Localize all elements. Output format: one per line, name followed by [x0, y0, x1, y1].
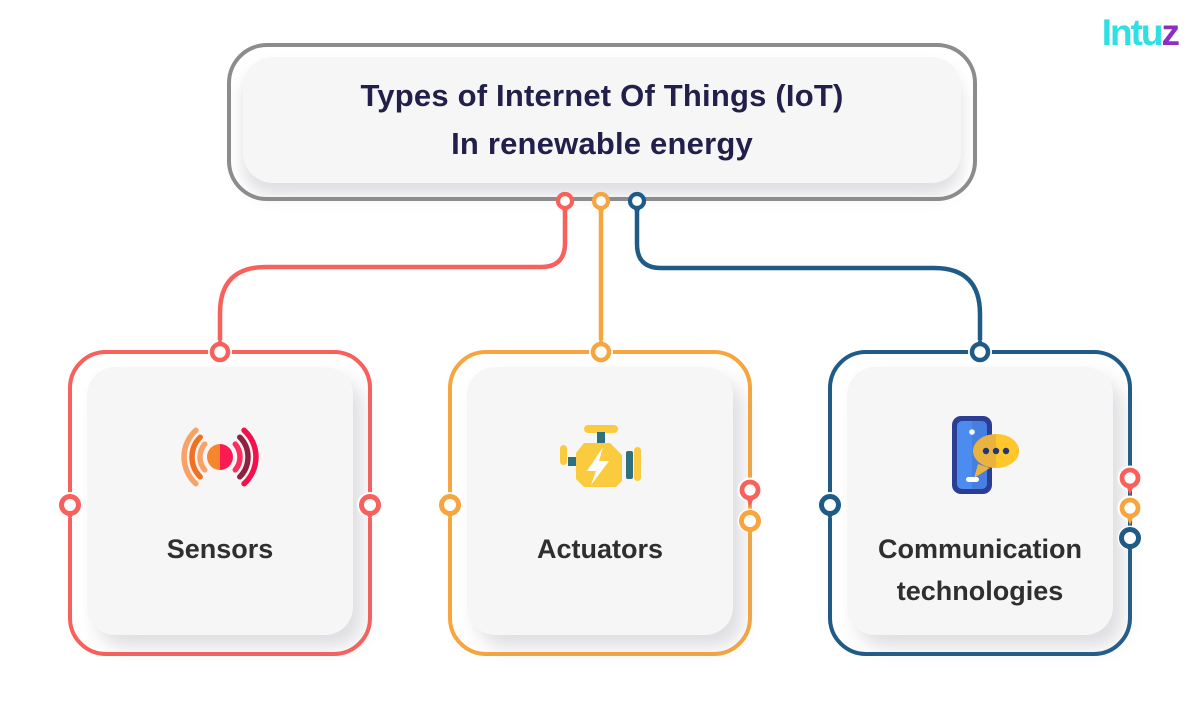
title-line-2: In renewable energy — [451, 126, 753, 161]
node-actuators: Actuators — [448, 350, 752, 656]
phone-chat-icon — [930, 411, 1030, 503]
connector-sensors — [217, 202, 568, 355]
title-card: Types of Internet Of Things (IoT) In ren… — [243, 57, 961, 183]
node-communication: Communication technologies — [828, 350, 1132, 656]
node-communication-label: Communication technologies — [877, 534, 1082, 606]
node-sensors: Sensors — [68, 350, 372, 656]
connector-communication — [634, 202, 983, 355]
node-sensors-card: Sensors — [87, 367, 353, 635]
engine-icon — [550, 411, 650, 503]
signal-waves-icon — [170, 411, 270, 503]
node-sensors-label: Sensors — [166, 534, 274, 564]
title-line-1: Types of Internet Of Things (IoT) — [360, 77, 844, 113]
node-communication-card: Communication technologies — [847, 367, 1113, 635]
logo-text-cyan: Intu — [1101, 12, 1164, 53]
intuz-logo: Intuz — [1101, 12, 1180, 53]
node-actuators-card: Actuators — [467, 367, 733, 635]
title-box: Types of Internet Of Things (IoT) In ren… — [227, 43, 977, 201]
logo-text-purple: z — [1161, 12, 1180, 53]
node-actuators-label: Actuators — [536, 534, 664, 564]
